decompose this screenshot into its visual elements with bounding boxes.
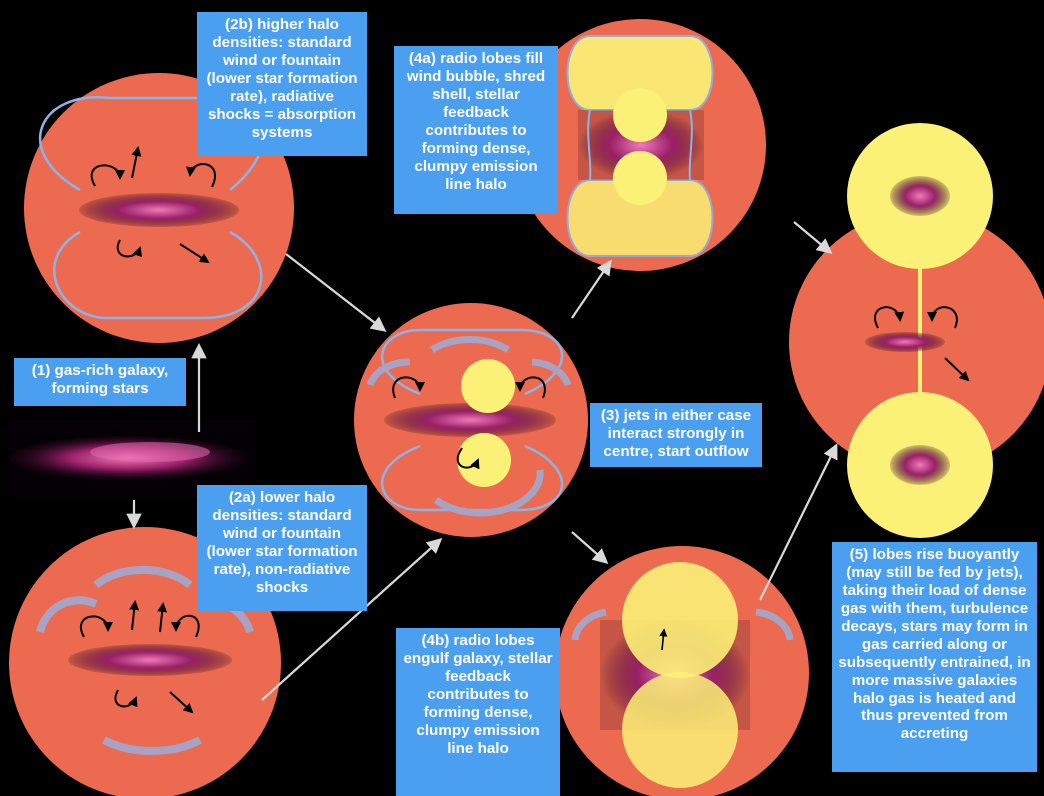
flow-arrow-icon	[572, 532, 606, 562]
label-stage-1: (1) gas-rich galaxy, forming stars	[14, 358, 186, 406]
halo-stage-3	[354, 303, 588, 537]
label-stage-5: (5) lobes rise buoyantly (may still be f…	[832, 542, 1037, 772]
flow-arrow-icon	[794, 222, 830, 252]
label-stage-3: (3) jets in either case interact strongl…	[590, 403, 762, 467]
label-stage-2a: (2a) lower halo densities: standard wind…	[197, 485, 367, 611]
label-stage-4a: (4a) radio lobes fill wind bubble, shred…	[394, 46, 558, 214]
label-stage-2b: (2b) higher halo densities: standard win…	[197, 12, 367, 156]
label-stage-4b: (4b) radio lobes engulf galaxy, stellar …	[396, 628, 560, 796]
flow-arrow-icon	[572, 262, 610, 318]
halo-stage-4b	[555, 546, 809, 796]
halo-stage-5	[789, 123, 1044, 538]
flow-arrow-icon	[286, 254, 384, 330]
flow-arrow-icon	[760, 446, 836, 600]
